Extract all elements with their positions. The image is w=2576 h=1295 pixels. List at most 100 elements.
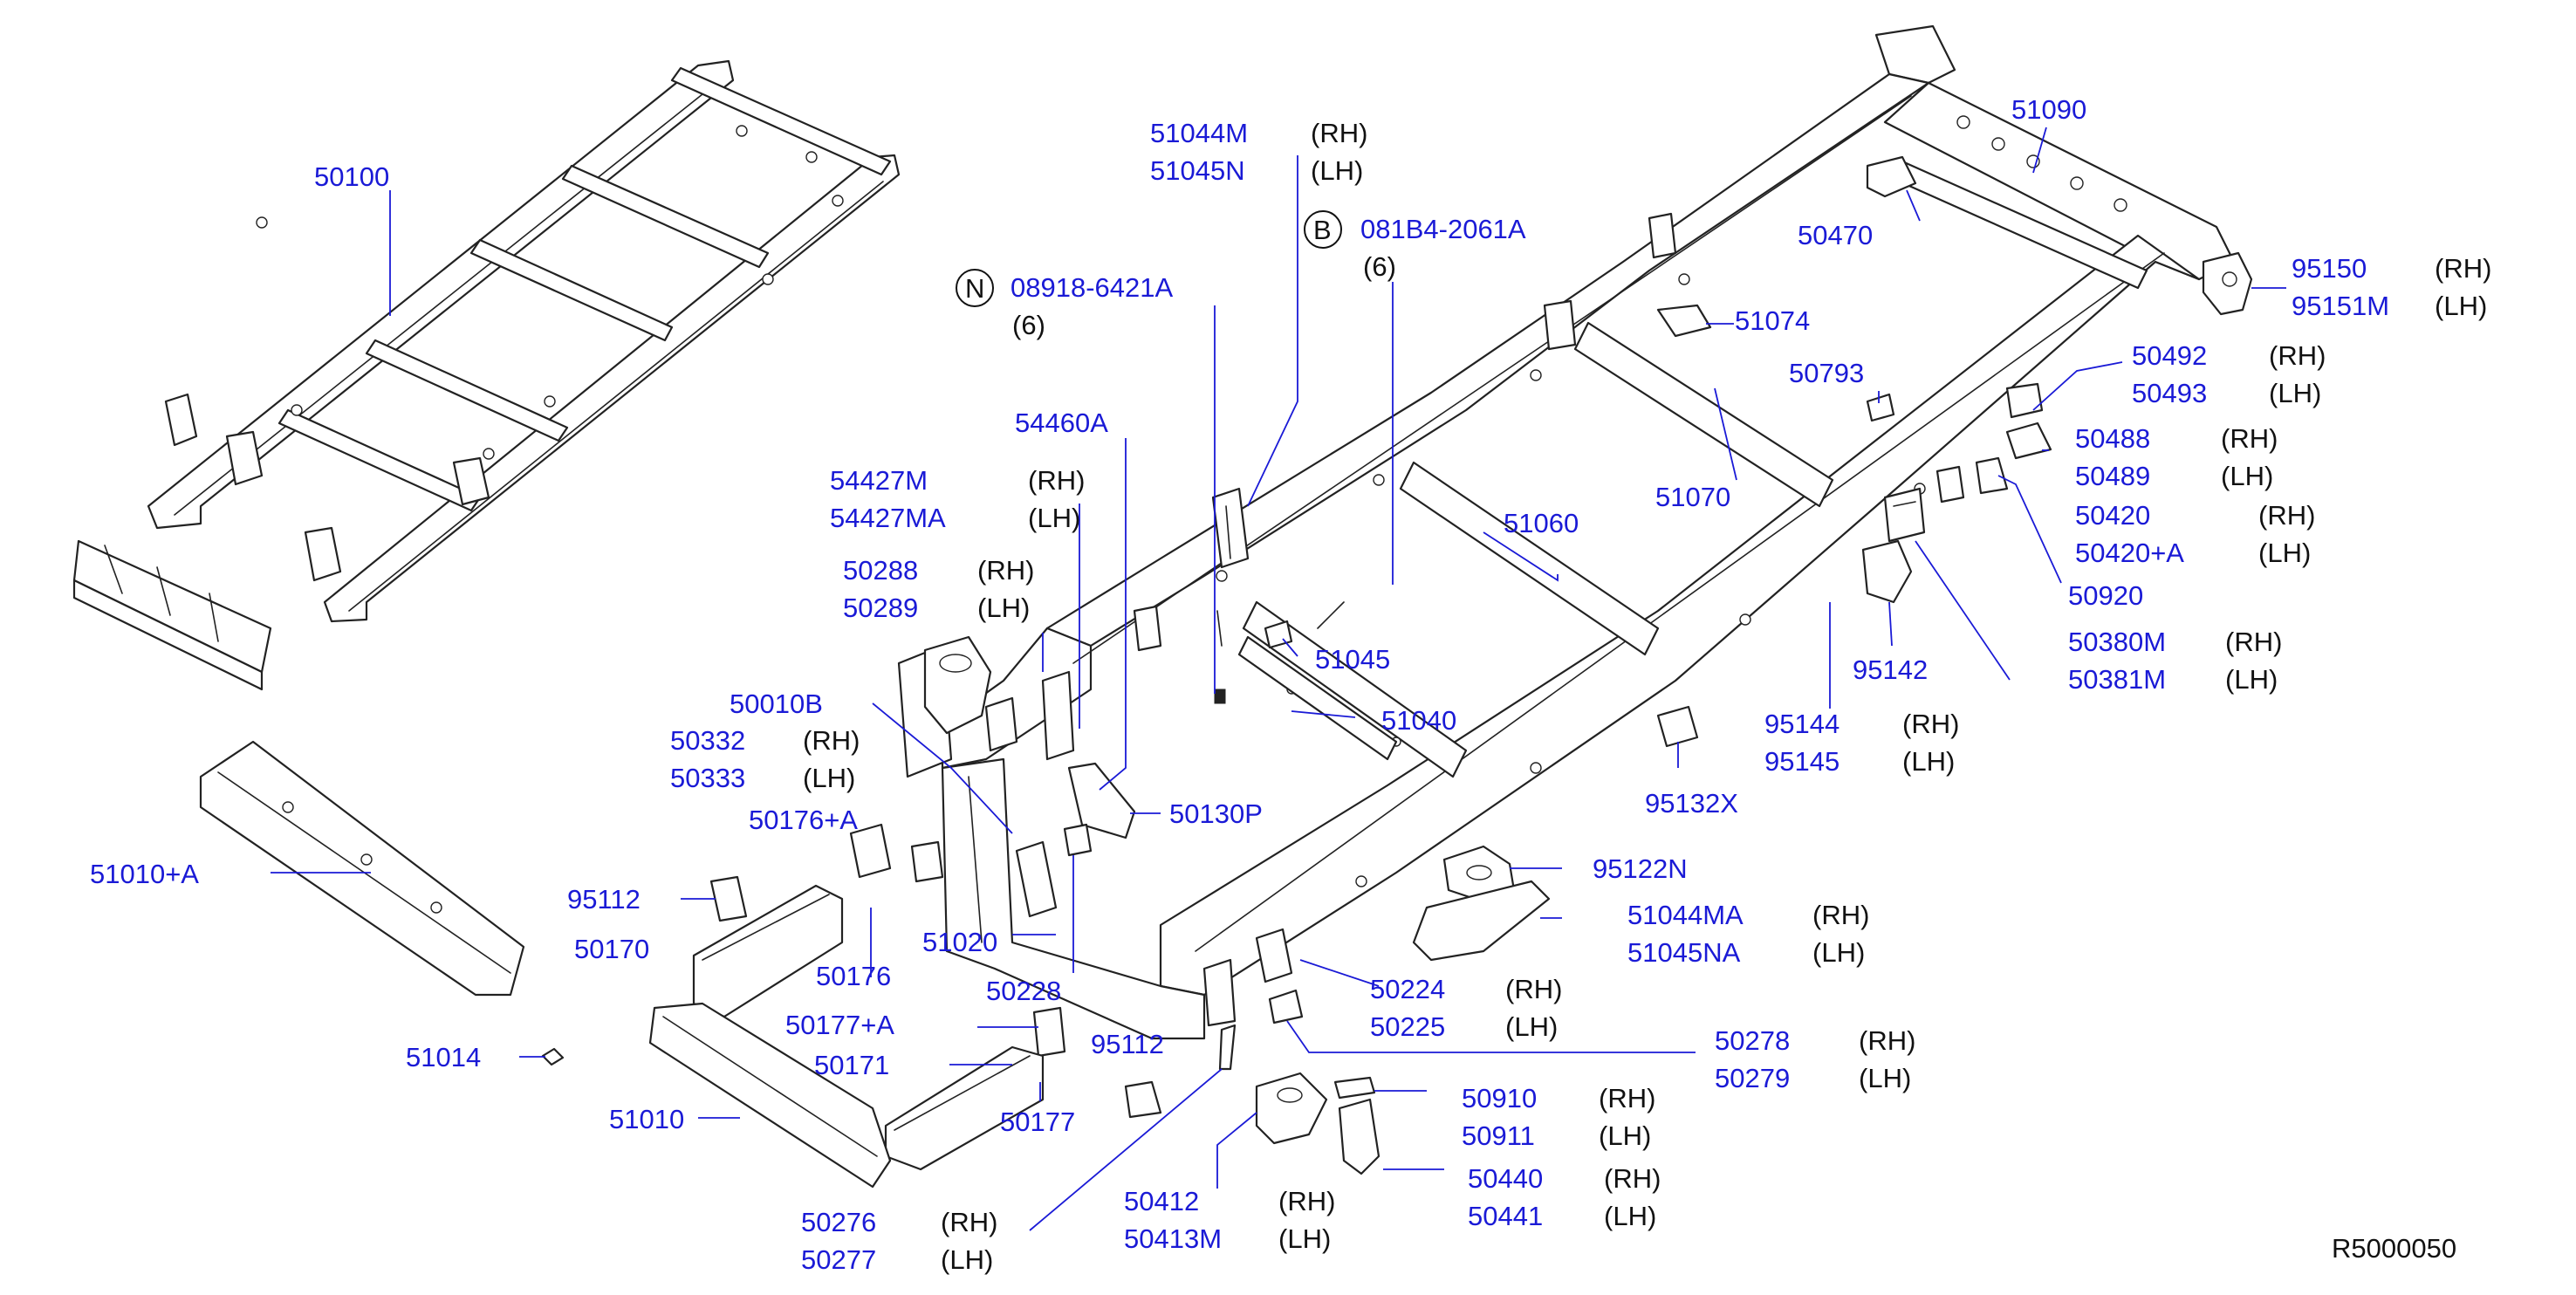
nut-symbol-letter: N <box>965 273 984 304</box>
part-number-54427ma: 54427MA <box>830 503 946 533</box>
side-label-50440: (RH) <box>1604 1163 1661 1194</box>
side-label-51045na: (LH) <box>1812 937 1865 968</box>
side-label-50278: (RH) <box>1859 1025 1915 1056</box>
part-number-50489: 50489 <box>2075 461 2150 491</box>
part-number-95122n: 95122N <box>1593 853 1688 884</box>
part-number-50224: 50224 <box>1370 974 1445 1004</box>
qty-081b4-2061a: (6) <box>1363 251 1396 282</box>
part-number-50010b: 50010B <box>730 689 823 719</box>
part-number-50332: 50332 <box>670 725 745 756</box>
side-label-50289: (LH) <box>977 593 1030 623</box>
part-number-08918-6421a: 08918-6421A <box>1011 272 1173 303</box>
side-label-50279: (LH) <box>1859 1063 1911 1093</box>
part-number-50488: 50488 <box>2075 423 2150 454</box>
part-number-51044ma: 51044MA <box>1627 900 1744 930</box>
side-label-50488: (RH) <box>2221 423 2278 454</box>
part-number-95142: 95142 <box>1853 654 1928 685</box>
diagram-reference-code: R5000050 <box>2332 1233 2456 1264</box>
part-number-50920: 50920 <box>2068 580 2143 611</box>
part-number-50492: 50492 <box>2132 340 2207 371</box>
part-number-50228: 50228 <box>986 976 1061 1006</box>
part-number-54427m: 54427M <box>830 465 928 496</box>
part-number-95132x: 95132X <box>1645 788 1738 819</box>
part-number-50100: 50100 <box>314 161 389 192</box>
part-number-50177: 50177 <box>1000 1107 1075 1137</box>
part-number-50470: 50470 <box>1798 220 1873 250</box>
main-frame-drawing <box>897 24 2236 1040</box>
part-number-95144: 95144 <box>1764 709 1840 739</box>
part-number-51045n: 51045N <box>1150 155 1245 186</box>
part-number-50493: 50493 <box>2132 378 2207 408</box>
part-number-54460a: 54460A <box>1015 408 1108 438</box>
side-label-51045n: (LH) <box>1311 155 1363 186</box>
side-label-50332: (RH) <box>803 725 860 756</box>
part-number-50176: 50176 <box>816 961 891 991</box>
side-label-95145: (LH) <box>1902 746 1955 777</box>
part-number-51045: 51045 <box>1315 644 1390 675</box>
side-label-50420: (RH) <box>2258 500 2315 531</box>
part-number-51010: 51010 <box>609 1104 684 1134</box>
nut-symbol-circle <box>956 269 994 307</box>
part-number-95150: 95150 <box>2292 253 2367 284</box>
part-number-50412: 50412 <box>1124 1186 1199 1216</box>
part-number-50278: 50278 <box>1715 1025 1790 1056</box>
part-number-51074: 51074 <box>1735 305 1810 336</box>
part-number-51090: 51090 <box>2011 94 2086 125</box>
side-label-50493: (LH) <box>2269 378 2321 408</box>
side-label-51044ma: (RH) <box>1812 900 1869 930</box>
part-number-50420: 50420 <box>2075 500 2150 531</box>
part-number-081b4-2061a: 081B4-2061A <box>1360 214 1526 244</box>
part-number-50279: 50279 <box>1715 1063 1790 1093</box>
part-number-50225: 50225 <box>1370 1011 1445 1042</box>
part-number-50911: 50911 <box>1462 1120 1535 1151</box>
part-number-50440: 50440 <box>1468 1163 1543 1194</box>
side-label-50224: (RH) <box>1505 974 1562 1004</box>
side-label-50412: (RH) <box>1278 1186 1335 1216</box>
part-number-51020: 51020 <box>922 927 997 957</box>
part-number-50910: 50910 <box>1462 1083 1537 1113</box>
side-label-95151m: (LH) <box>2435 291 2487 321</box>
qty-08918-6421a: (6) <box>1012 310 1045 340</box>
side-label-54427ma: (LH) <box>1028 503 1080 533</box>
side-label-50910: (RH) <box>1599 1083 1655 1113</box>
part-number-50130p: 50130P <box>1169 798 1263 829</box>
side-label-50413m: (LH) <box>1278 1223 1331 1254</box>
part-number-50289: 50289 <box>843 593 918 623</box>
part-number-51014: 51014 <box>406 1042 481 1072</box>
side-label-50492: (RH) <box>2269 340 2326 371</box>
part-number-95112-left: 95112 <box>567 884 641 915</box>
part-number-50380m: 50380M <box>2068 627 2166 657</box>
side-label-54427m: (RH) <box>1028 465 1085 496</box>
side-label-50380m: (RH) <box>2225 627 2282 657</box>
part-number-51044m: 51044M <box>1150 118 1248 148</box>
part-number-50413m: 50413M <box>1124 1223 1222 1254</box>
side-label-50288: (RH) <box>977 555 1034 586</box>
part-number-50288: 50288 <box>843 555 918 586</box>
part-number-51060: 51060 <box>1504 508 1579 538</box>
side-label-50276: (RH) <box>941 1207 997 1237</box>
part-number-51040: 51040 <box>1381 705 1456 736</box>
side-label-50441: (LH) <box>1604 1201 1656 1231</box>
bolt-symbol-circle <box>1304 210 1342 249</box>
part-number-50176a: 50176+A <box>749 805 858 835</box>
part-number-50171: 50171 <box>814 1050 889 1080</box>
part-number-95145: 95145 <box>1764 746 1840 777</box>
part-number-50381m: 50381M <box>2068 664 2166 695</box>
part-number-51045na: 51045NA <box>1627 937 1741 968</box>
part-number-51070: 51070 <box>1655 482 1730 512</box>
side-label-50489: (LH) <box>2221 461 2273 491</box>
side-label-50277: (LH) <box>941 1244 993 1275</box>
leader-lines <box>271 127 2286 1231</box>
side-label-50911: (LH) <box>1599 1120 1651 1151</box>
loose-parts-drawings <box>199 155 2253 1189</box>
part-number-50441: 50441 <box>1468 1201 1543 1231</box>
side-label-50381m: (LH) <box>2225 664 2278 695</box>
side-label-51044m: (RH) <box>1311 118 1367 148</box>
part-number-50333: 50333 <box>670 763 745 793</box>
part-number-50420a: 50420+A <box>2075 538 2184 568</box>
part-number-50793: 50793 <box>1789 358 1864 388</box>
bolt-symbol-letter: B <box>1313 215 1332 245</box>
part-number-51010a: 51010+A <box>90 859 199 889</box>
part-number-95112-right: 95112 <box>1091 1029 1164 1059</box>
